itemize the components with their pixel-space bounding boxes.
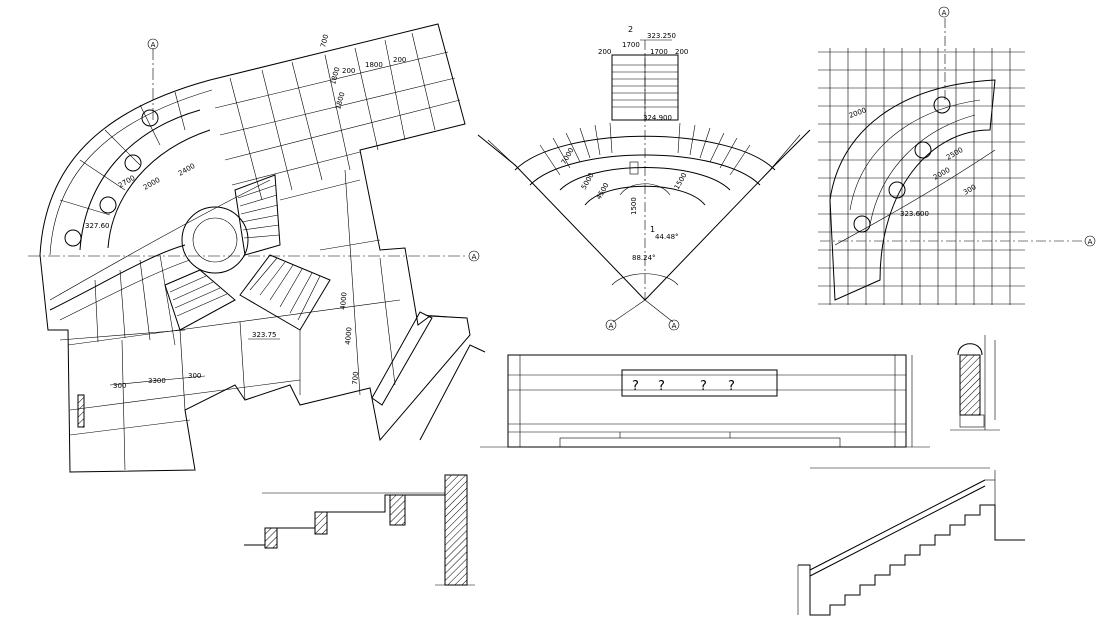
dim-text: 1700: [622, 41, 640, 49]
radius-text: 1500: [630, 197, 638, 215]
column-r2: [914, 141, 932, 159]
elevation-text: 327.60: [85, 222, 110, 230]
marker-one: 1: [650, 225, 655, 234]
section-mark: 2: [628, 25, 633, 34]
dim-text: 200: [342, 67, 355, 75]
dim-text: 3300: [148, 377, 166, 385]
wall-section: [77, 394, 85, 428]
dim-text: 4000: [344, 327, 354, 345]
fan-stair-treads: [539, 122, 751, 176]
stair-flight-upper: [234, 174, 281, 256]
stair-flight-left: [164, 269, 236, 331]
dim-text: 1700: [650, 48, 668, 56]
axis-marker-a-right-label: A: [472, 253, 477, 261]
center-fan-plan: A A 2 1700 1700 200 200 323.250 324.900 …: [477, 25, 811, 331]
upper-wing-grid: [214, 32, 461, 201]
plaque-mark: ?: [700, 379, 707, 394]
plaque-mark: ?: [728, 379, 735, 394]
dim-text: 300: [113, 382, 126, 390]
angle-small: 44.48°: [655, 233, 679, 241]
plaque-panel: [621, 369, 778, 397]
left-plan-dimensions: 700 200 1800 200 1800 1800 2400 2000 270…: [85, 34, 406, 390]
column-1: [141, 109, 159, 127]
dim-text: 2000: [142, 176, 161, 192]
axis-marker-label: A: [609, 322, 614, 330]
dim-text: 300: [962, 183, 978, 197]
dim-text: 700: [351, 371, 360, 385]
axis-marker-label: A: [1088, 238, 1093, 246]
elevation-text: 323.600: [900, 210, 929, 218]
dim-text: 200: [675, 48, 688, 56]
angle-main: 88.24°: [632, 254, 656, 262]
dim-text: 1800: [334, 91, 346, 110]
stair-section-detail: [797, 467, 1025, 616]
left-floor-plan: A A 700 200 1800 200 1800 1800 2400 2000…: [28, 23, 486, 473]
lower-grid: [59, 169, 401, 471]
dim-text: 2400: [177, 162, 196, 178]
central-round-platform: [181, 206, 249, 274]
elevation-mid: 324.900: [643, 114, 672, 122]
column-4: [64, 229, 82, 247]
top-stair-flight: [611, 54, 679, 121]
plaque-mark: ?: [632, 379, 639, 394]
elevation-text: 323.75: [252, 331, 277, 339]
dim-text: 1800: [329, 66, 341, 85]
dim-text: 2000: [932, 166, 951, 182]
dim-text: 1800: [365, 61, 383, 69]
plaque-mark: ?: [658, 379, 665, 394]
axis-marker-a-right-far: [1084, 235, 1096, 247]
axis-marker-a-right: [668, 319, 680, 331]
axis-marker-a-top-right: [938, 6, 950, 18]
right-grid-plan: A A 2000 2500 2000 300 323.600: [818, 6, 1096, 305]
column-2: [124, 154, 142, 172]
axis-marker-a-left: [605, 319, 617, 331]
dim-text: 700: [319, 34, 330, 49]
dim-text: 200: [598, 48, 611, 56]
dim-text: 300: [188, 372, 201, 380]
dim-text: 2700: [117, 174, 136, 190]
elevation-top: 323.250: [647, 32, 676, 40]
column-r1: [933, 96, 951, 114]
dim-text: 2000: [848, 106, 867, 120]
axis-marker-a-top-label: A: [151, 41, 156, 49]
dim-text: 200: [393, 56, 406, 64]
stair-flight-lower: [239, 254, 331, 331]
radius-text: 1500: [673, 172, 689, 191]
dim-text: 2500: [945, 146, 964, 162]
step-section-detail: [244, 474, 475, 586]
axis-marker-label: A: [942, 9, 947, 17]
axis-marker-a-top: [147, 38, 159, 50]
column-r3: [888, 181, 906, 199]
column-r4: [853, 215, 871, 233]
wall-section-detail: [950, 335, 1000, 431]
axis-marker-label: A: [672, 322, 677, 330]
column-3: [99, 196, 117, 214]
wall-elevation: ? ? ? ?: [480, 354, 930, 448]
dim-text: 4000: [339, 292, 349, 310]
radius-text: 5000: [580, 172, 596, 191]
axis-marker-a-right: [468, 250, 480, 262]
